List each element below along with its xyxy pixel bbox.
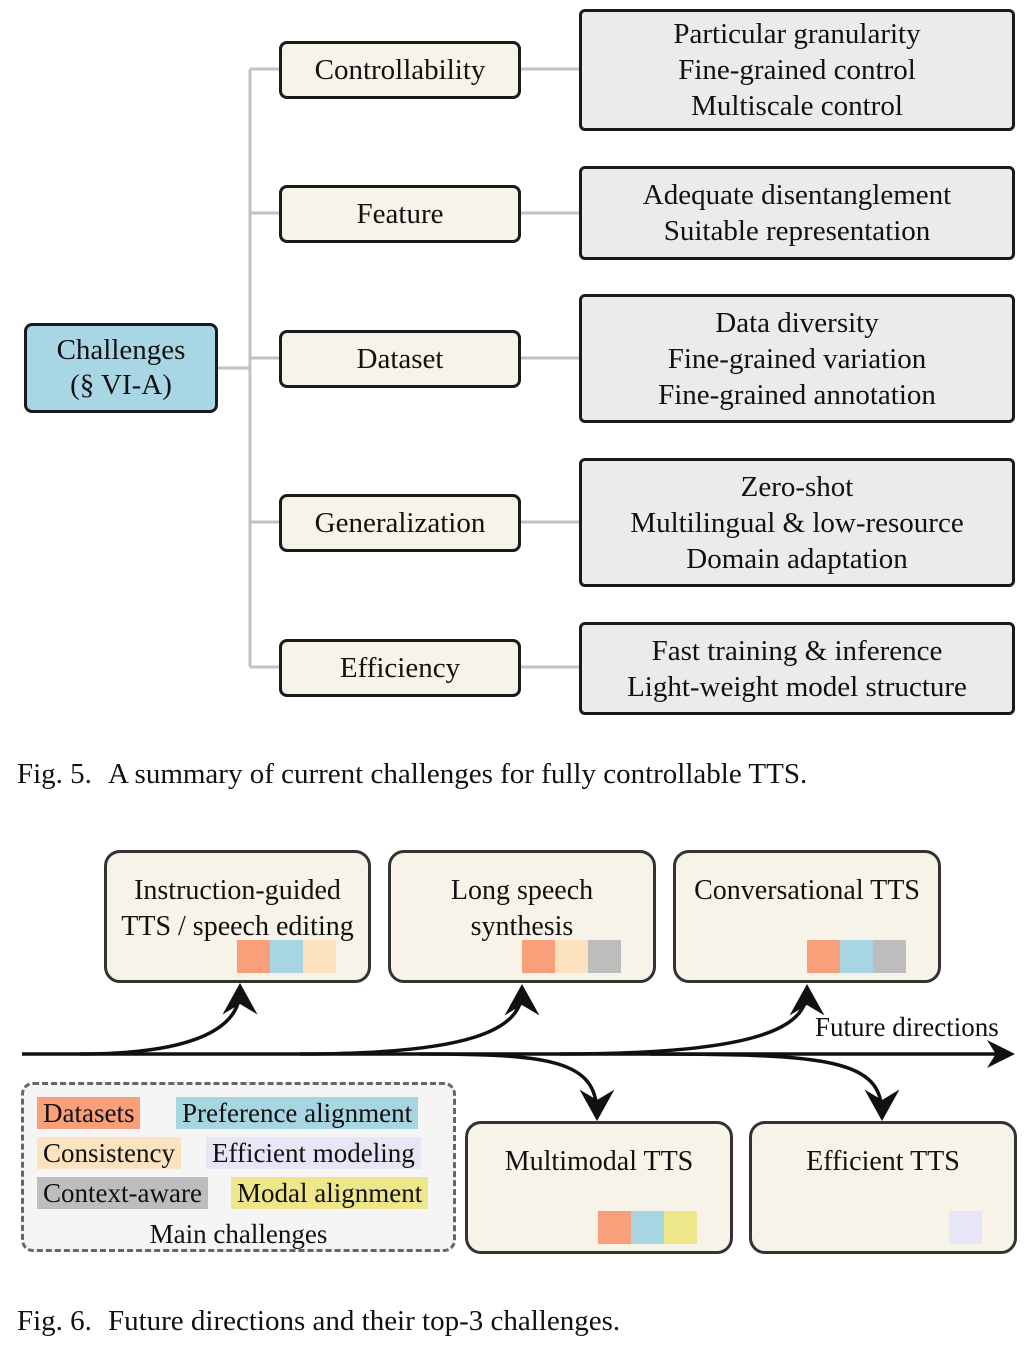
- challenge-chips-conversational: [807, 940, 906, 973]
- legend-item-consistency: Consistency: [37, 1137, 181, 1169]
- leaf-item: Particular granularity: [673, 18, 921, 50]
- chip-context-aware: [588, 940, 621, 973]
- leaf-node-controllability: Particular granularity Fine-grained cont…: [579, 9, 1015, 131]
- direction-title-line: synthesis: [470, 911, 574, 942]
- leaf-item: Domain adaptation: [686, 542, 908, 575]
- category-node-efficiency: Efficiency: [279, 639, 521, 697]
- chip-consistency: [303, 940, 336, 973]
- root-title: Challenges: [56, 334, 186, 366]
- leaf-item: Fine-grained control: [678, 54, 916, 86]
- chip-datasets: [598, 1211, 631, 1244]
- fig5-caption-label: Fig. 5.: [17, 758, 92, 790]
- leaf-item: Adequate disentanglement: [642, 179, 952, 211]
- fig6-caption-label: Fig. 6.: [17, 1305, 92, 1337]
- legend-item-datasets: Datasets: [37, 1097, 141, 1129]
- direction-title-line: TTS / speech editing: [121, 911, 354, 942]
- leaf-item: Multiscale control: [691, 90, 903, 122]
- root-section-ref: (§ VI-A): [70, 369, 172, 401]
- fig6-caption: Fig. 6. Future directions and their top-3…: [17, 1305, 620, 1338]
- challenge-chips-long-speech: [522, 940, 621, 973]
- leaf-item: Multilingual & low-resource: [630, 506, 964, 539]
- leaf-node-efficiency: Fast training & inference Light-weight m…: [579, 622, 1015, 715]
- category-label: Dataset: [356, 342, 444, 375]
- direction-title-line: Long speech: [450, 875, 594, 906]
- direction-title-line: Instruction-guided: [134, 875, 341, 906]
- category-node-controllability: Controllability: [279, 41, 521, 99]
- challenge-chips-multimodal: [598, 1211, 697, 1244]
- chip-datasets: [237, 940, 270, 973]
- chip-datasets: [807, 940, 840, 973]
- category-node-dataset: Dataset: [279, 330, 521, 388]
- category-label: Controllability: [314, 53, 486, 86]
- chip-preference-alignment: [270, 940, 303, 973]
- chip-preference-alignment: [631, 1211, 664, 1244]
- leaf-item: Suitable representation: [663, 215, 931, 247]
- legend-item-modal-alignment: Modal alignment: [231, 1177, 429, 1209]
- direction-title-line: Conversational TTS: [694, 875, 920, 906]
- leaf-item: Zero-shot: [740, 470, 854, 503]
- leaf-node-feature: Adequate disentanglement Suitable repres…: [579, 166, 1015, 260]
- legend-item-preference-alignment: Preference alignment: [176, 1097, 419, 1129]
- leaf-item: Fast training & inference: [651, 634, 943, 667]
- fig6-caption-text: Future directions and their top-3 challe…: [107, 1305, 621, 1337]
- leaf-node-dataset: Data diversity Fine-grained variation Fi…: [579, 294, 1015, 423]
- chip-preference-alignment: [840, 940, 873, 973]
- fig5-caption-text: A summary of current challenges for full…: [107, 758, 808, 790]
- category-node-generalization: Generalization: [279, 494, 521, 552]
- challenges-root-node: Challenges (§ VI-A): [24, 323, 218, 413]
- challenges-legend: Datasets Preference alignment Consistenc…: [21, 1082, 456, 1252]
- fig5-caption: Fig. 5. A summary of current challenges f…: [17, 758, 807, 791]
- leaf-node-generalization: Zero-shot Multilingual & low-resource Do…: [579, 458, 1015, 587]
- chip-efficient-modeling: [949, 1211, 982, 1244]
- leaf-item: Fine-grained annotation: [658, 378, 936, 411]
- direction-title-line: Efficient TTS: [806, 1146, 960, 1177]
- legend-item-context-aware: Context-aware: [37, 1177, 208, 1209]
- legend-title: Main challenges: [149, 1219, 328, 1249]
- category-label: Generalization: [314, 506, 486, 539]
- category-label: Efficiency: [339, 651, 461, 684]
- leaf-item: Light-weight model structure: [627, 670, 967, 703]
- leaf-item: Data diversity: [715, 306, 879, 339]
- category-label: Feature: [356, 197, 444, 230]
- challenge-chips-efficient: [949, 1211, 982, 1244]
- direction-title-line: Multimodal TTS: [504, 1146, 694, 1177]
- chip-modal-alignment: [664, 1211, 697, 1244]
- legend-item-efficient-modeling: Efficient modeling: [206, 1137, 421, 1169]
- chip-consistency: [555, 940, 588, 973]
- category-node-feature: Feature: [279, 185, 521, 243]
- chip-datasets: [522, 940, 555, 973]
- future-directions-axis-label: Future directions: [815, 1012, 999, 1042]
- chip-context-aware: [873, 940, 906, 973]
- leaf-item: Fine-grained variation: [667, 342, 927, 375]
- challenge-chips-instruction-guided: [237, 940, 336, 973]
